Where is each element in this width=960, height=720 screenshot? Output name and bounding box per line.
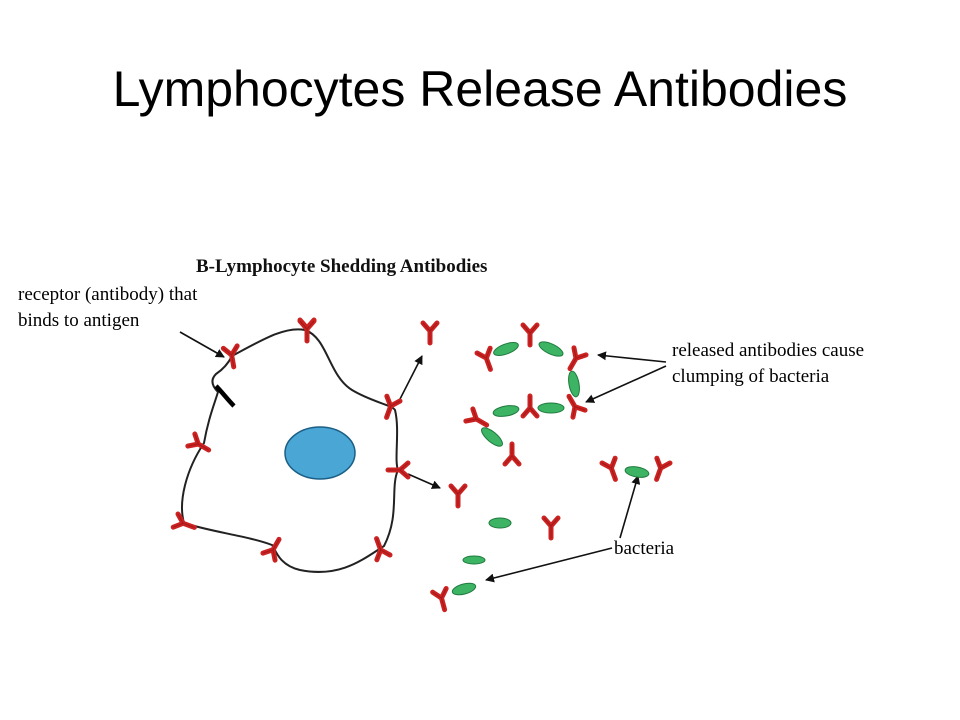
antibody	[544, 518, 558, 538]
antibody	[505, 444, 519, 464]
receptor-label-line2: binds to antigen	[18, 310, 140, 331]
bacterium	[492, 405, 520, 417]
arrow-bacteria-up	[619, 475, 641, 539]
antibody	[433, 589, 452, 612]
antibody	[423, 323, 437, 343]
antibody	[173, 514, 197, 534]
bacterium	[481, 427, 503, 447]
released-label-line1: released antibodies cause	[672, 340, 864, 361]
bacterium	[537, 402, 565, 414]
slide-title: Lymphocytes Release Antibodies	[112, 61, 848, 117]
diagram-title: B-Lymphocyte Shedding Antibodies	[196, 256, 487, 277]
released-label-line2: clumping of bacteria	[672, 366, 830, 387]
bacterium	[568, 370, 580, 398]
bacterium	[624, 466, 650, 478]
bacteria-label: bacteria	[614, 538, 675, 559]
arrow-shedding-up	[397, 355, 423, 404]
membrane-fold	[214, 384, 236, 408]
bacteria-group	[451, 341, 650, 596]
antibody	[523, 325, 537, 345]
bacterium	[538, 341, 564, 357]
bacterium	[493, 342, 519, 356]
receptor-label-line1: receptor (antibody) that	[18, 284, 198, 305]
antibody	[188, 434, 212, 456]
antibody	[650, 458, 670, 482]
antibodies	[173, 321, 670, 611]
antibody	[300, 321, 314, 341]
cell-membrane	[181, 328, 400, 573]
arrow-shedding-down	[407, 473, 441, 489]
bacterium	[451, 582, 477, 596]
arrow-clump-bottom	[585, 365, 667, 403]
antibody	[451, 486, 465, 506]
nucleus	[284, 426, 356, 480]
arrow-clump-top	[597, 351, 667, 363]
antibody	[523, 396, 537, 416]
antibody	[263, 536, 285, 560]
antibody	[564, 348, 586, 372]
arrow-receptor	[179, 331, 225, 358]
antibody	[602, 458, 622, 482]
bacterium	[488, 517, 512, 529]
bacterium	[462, 555, 486, 565]
arrow-bacteria-down	[485, 547, 613, 583]
